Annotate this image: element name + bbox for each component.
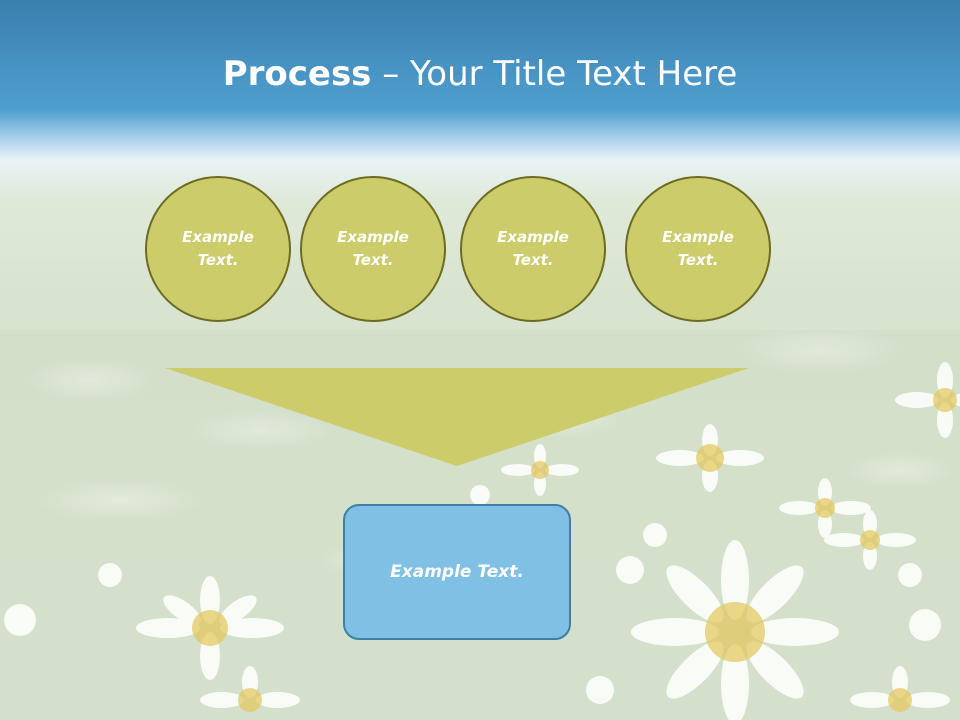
circle-1-line-1: Example [182, 228, 254, 246]
circle-4-line-1: Example [662, 228, 734, 246]
circle-3-line-2: Text. [512, 251, 554, 269]
funnel-triangle[interactable] [165, 368, 749, 466]
circle-1-line-2: Text. [197, 251, 239, 269]
result-box[interactable]: Example Text. [343, 504, 571, 640]
title-bold: Process [222, 54, 372, 94]
slide-title: Process – Your Title Text Here [0, 52, 960, 96]
circle-4-line-2: Text. [677, 251, 719, 269]
circle-2-line-2: Text. [352, 251, 394, 269]
circle-3-line-1: Example [497, 228, 569, 246]
circle-2-line-1: Example [337, 228, 409, 246]
title-rest: – Your Title Text Here [371, 54, 738, 94]
result-box-text: Example Text. [390, 562, 524, 582]
